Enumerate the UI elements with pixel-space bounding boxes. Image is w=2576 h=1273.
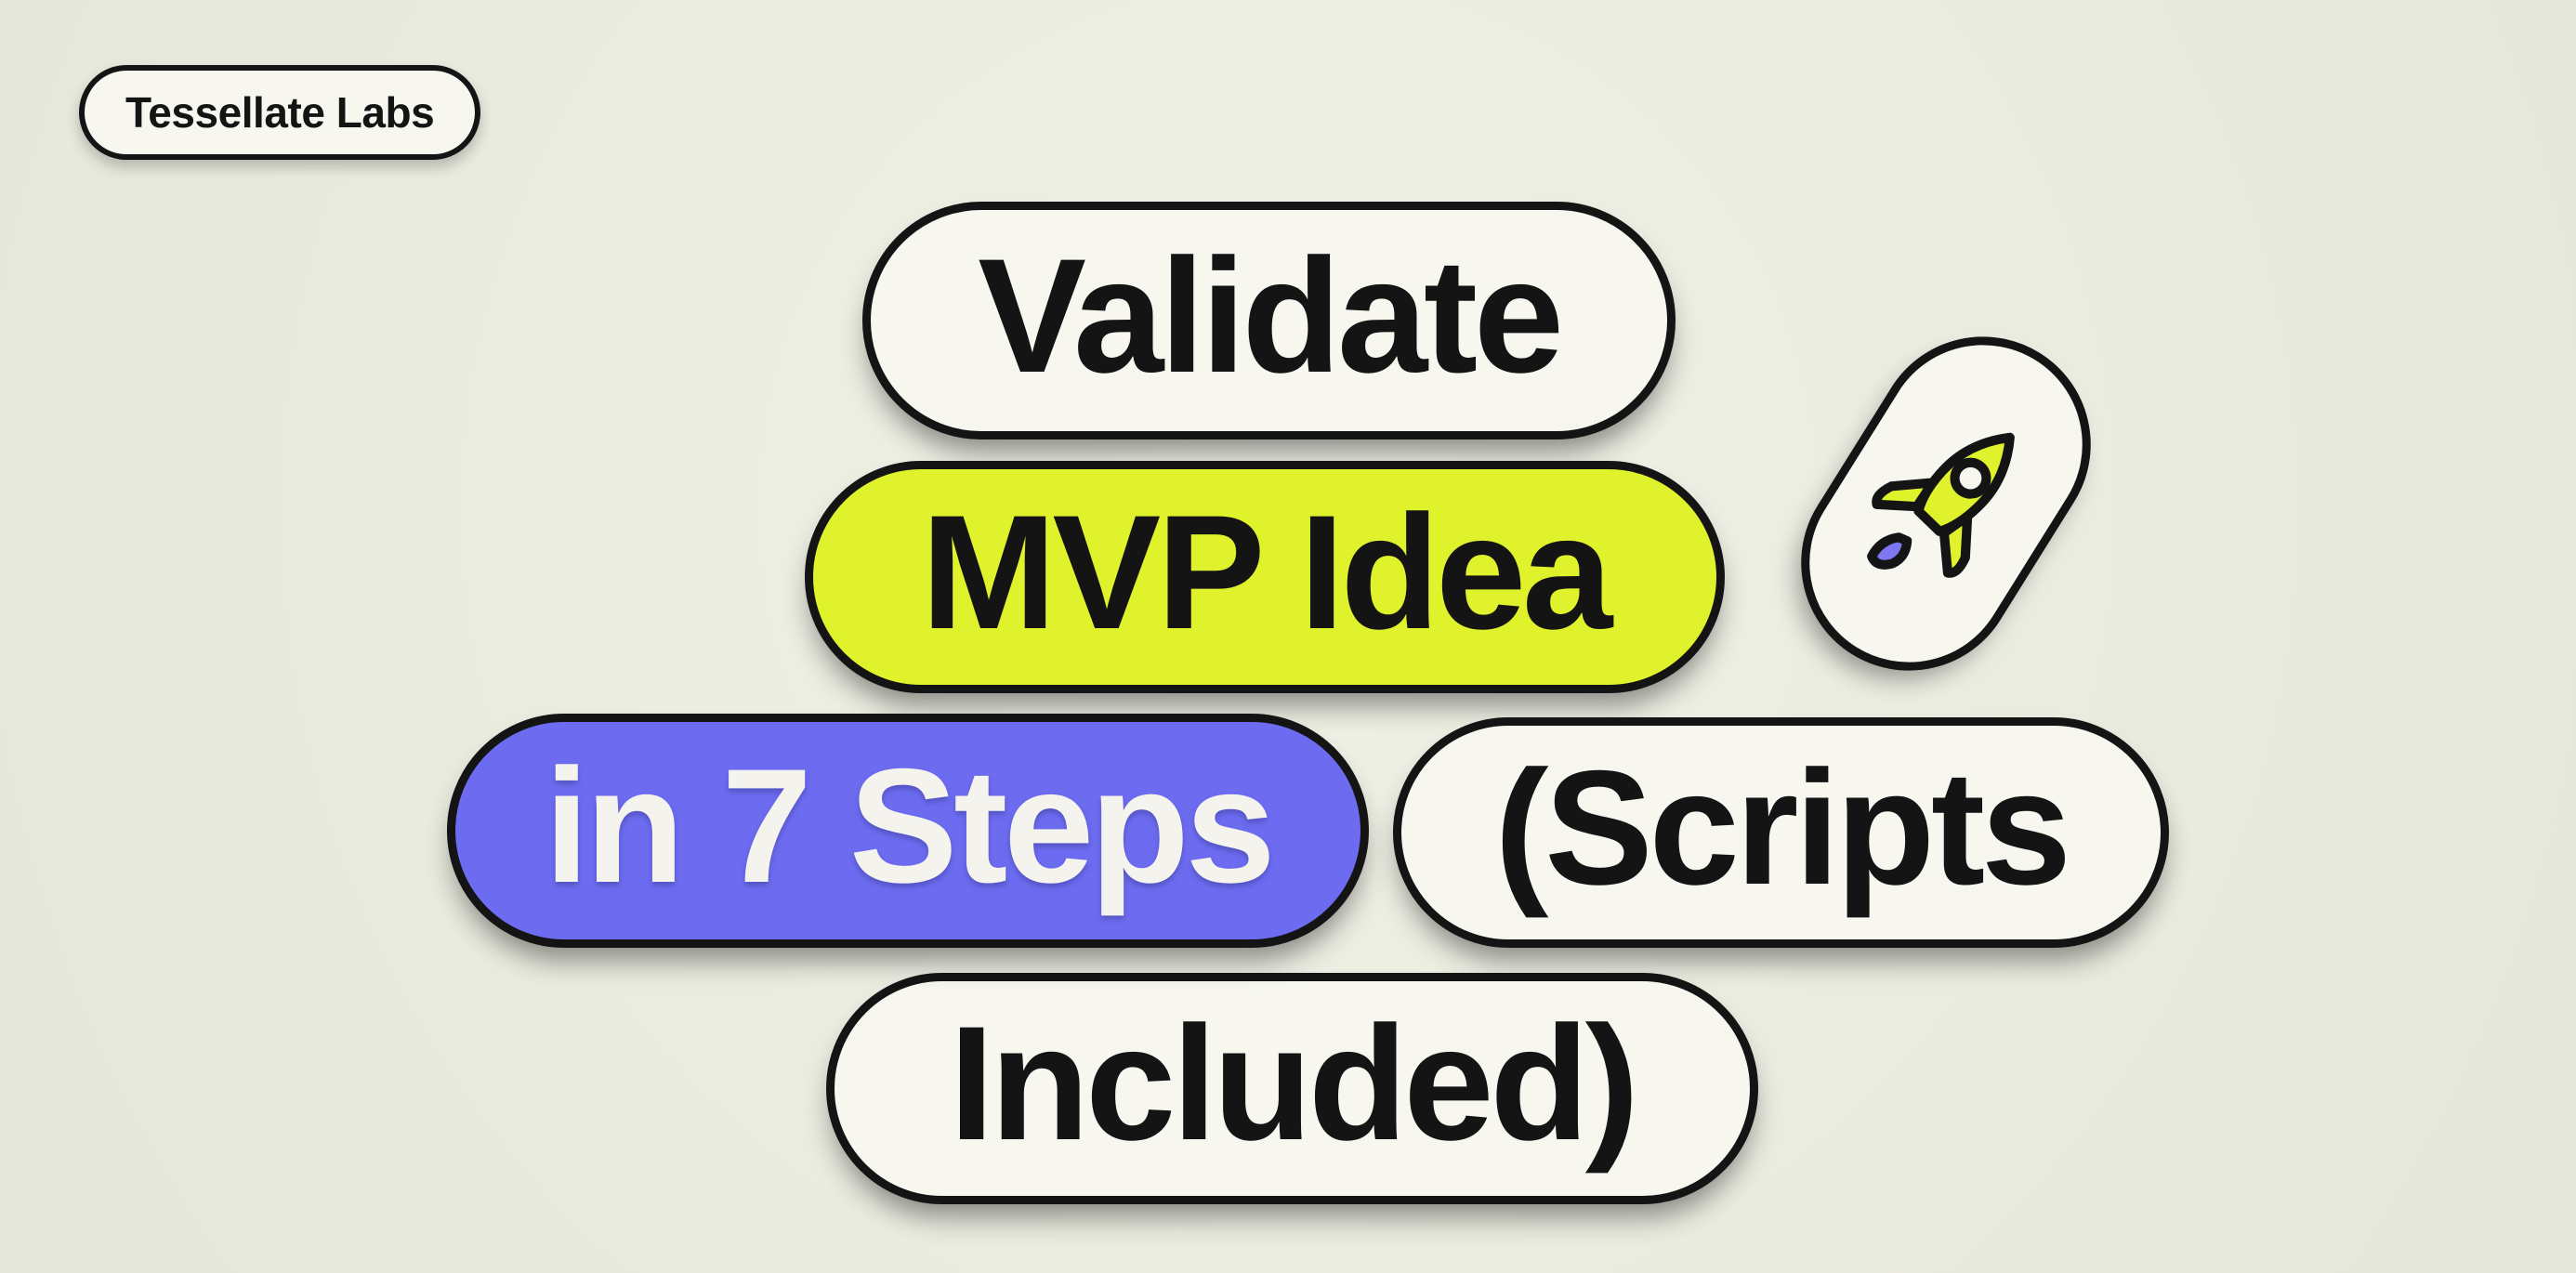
pill-validate-label: Validate — [978, 225, 1564, 407]
pill-included-close-label: Included) — [949, 993, 1639, 1175]
brand-badge: Tessellate Labs — [79, 65, 481, 160]
pill-mvp-idea: MVP Idea — [805, 461, 1725, 693]
brand-badge-label: Tessellate Labs — [125, 88, 435, 137]
pill-validate: Validate — [862, 202, 1676, 440]
pill-in-7-steps: in 7 Steps — [447, 714, 1369, 948]
pill-in-7-steps-label: in 7 Steps — [544, 735, 1276, 917]
pill-scripts-open: (Scripts — [1393, 717, 2169, 948]
pill-included-close: Included) — [826, 973, 1758, 1204]
pill-scripts-open-label: (Scripts — [1494, 737, 2071, 919]
rocket-badge — [1760, 295, 2132, 712]
pill-mvp-idea-label: MVP Idea — [921, 481, 1612, 663]
rocket-icon — [1867, 432, 2016, 578]
